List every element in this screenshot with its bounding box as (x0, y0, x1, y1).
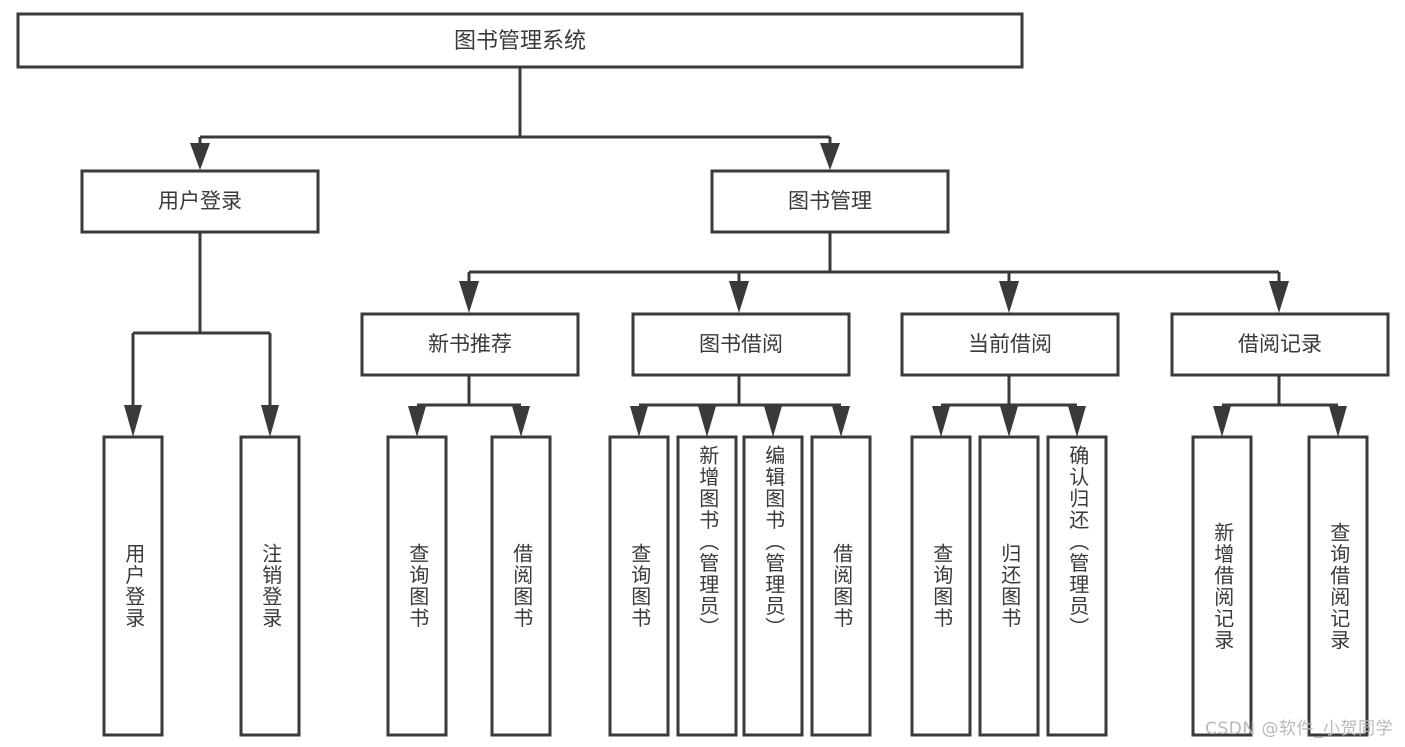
leaf-box-record-add[interactable] (1191, 435, 1253, 737)
leaf-box-current-confirm[interactable] (1046, 435, 1108, 737)
arrow-head-bookborrow-leaf-3 (764, 406, 782, 437)
arrow-head-borrowrecord-leaf-1 (1213, 406, 1231, 437)
leaf-box-newbook-query[interactable] (386, 435, 448, 737)
arrow-head-user-leaf-2 (261, 405, 279, 437)
node-book-borrow-box[interactable] (631, 312, 851, 377)
node-book-borrow[interactable]: 图书借阅 (631, 312, 851, 377)
arrow-head-currentborrow-leaf-1 (932, 406, 950, 437)
arrow-head-book-borrow (729, 281, 749, 313)
leaf-box-user-logout[interactable] (239, 435, 301, 737)
arrow-head-bookborrow-leaf-4 (832, 406, 850, 437)
node-current-borrow-box[interactable] (900, 312, 1120, 377)
leaf-box-user-login[interactable] (102, 435, 164, 737)
node-book-manage-box[interactable] (710, 169, 950, 234)
leaf-box-borrow-lend[interactable] (810, 435, 872, 737)
node-new-book-recommend-label: 新书推荐 (428, 332, 512, 356)
node-root[interactable]: 图书管理系统 (16, 12, 1024, 69)
node-root-label: 图书管理系统 (454, 29, 586, 54)
arrow-head-newbook-leaf-1 (408, 406, 426, 437)
arrow-head-currentborrow-leaf-3 (1068, 406, 1086, 437)
leaf-box-borrow-edit[interactable] (742, 435, 804, 737)
node-new-book-recommend[interactable]: 新书推荐 (360, 312, 580, 377)
arrow-head-bookborrow-leaf-1 (630, 406, 648, 437)
node-borrow-record-box[interactable] (1170, 312, 1390, 377)
node-book-manage-label: 图书管理 (788, 189, 872, 213)
arrow-head-new-book (459, 281, 479, 313)
leaf-box-borrow-add[interactable] (676, 435, 738, 737)
arrow-head-user-leaf-1 (124, 405, 142, 437)
leaf-box-current-return[interactable] (978, 435, 1040, 737)
node-book-borrow-label: 图书借阅 (699, 332, 783, 356)
node-book-manage[interactable]: 图书管理 (710, 169, 950, 234)
arrow-head-borrow-record (1269, 281, 1289, 313)
node-user-login-label: 用户登录 (158, 189, 242, 213)
arrow-head-newbook-leaf-2 (512, 406, 530, 437)
leaf-box-borrow-query[interactable] (608, 435, 670, 737)
arrow-head-borrowrecord-leaf-2 (1329, 406, 1347, 437)
node-borrow-record[interactable]: 借阅记录 (1170, 312, 1390, 377)
arrow-head-book-manage (820, 143, 840, 170)
leaf-box-newbook-borrow[interactable] (490, 435, 552, 737)
leaf-box-current-query[interactable] (910, 435, 972, 737)
node-new-book-recommend-box[interactable] (360, 312, 580, 377)
leaf-box-layer (102, 435, 1369, 737)
node-user-login-box[interactable] (80, 169, 320, 234)
node-borrow-record-label: 借阅记录 (1238, 332, 1322, 356)
node-root-box[interactable] (16, 12, 1024, 69)
node-current-borrow[interactable]: 当前借阅 (900, 312, 1120, 377)
arrow-head-current-borrow (999, 281, 1019, 313)
node-user-login[interactable]: 用户登录 (80, 169, 320, 234)
connector-layer (124, 67, 1347, 437)
leaf-box-record-query[interactable] (1307, 435, 1369, 737)
arrow-head-user-login (190, 143, 210, 170)
arrow-head-currentborrow-leaf-2 (1000, 406, 1018, 437)
node-current-borrow-label: 当前借阅 (968, 332, 1052, 356)
arrow-head-bookborrow-leaf-2 (698, 406, 716, 437)
watermark-text: CSDN @软件_小贺同学 (1205, 719, 1393, 739)
